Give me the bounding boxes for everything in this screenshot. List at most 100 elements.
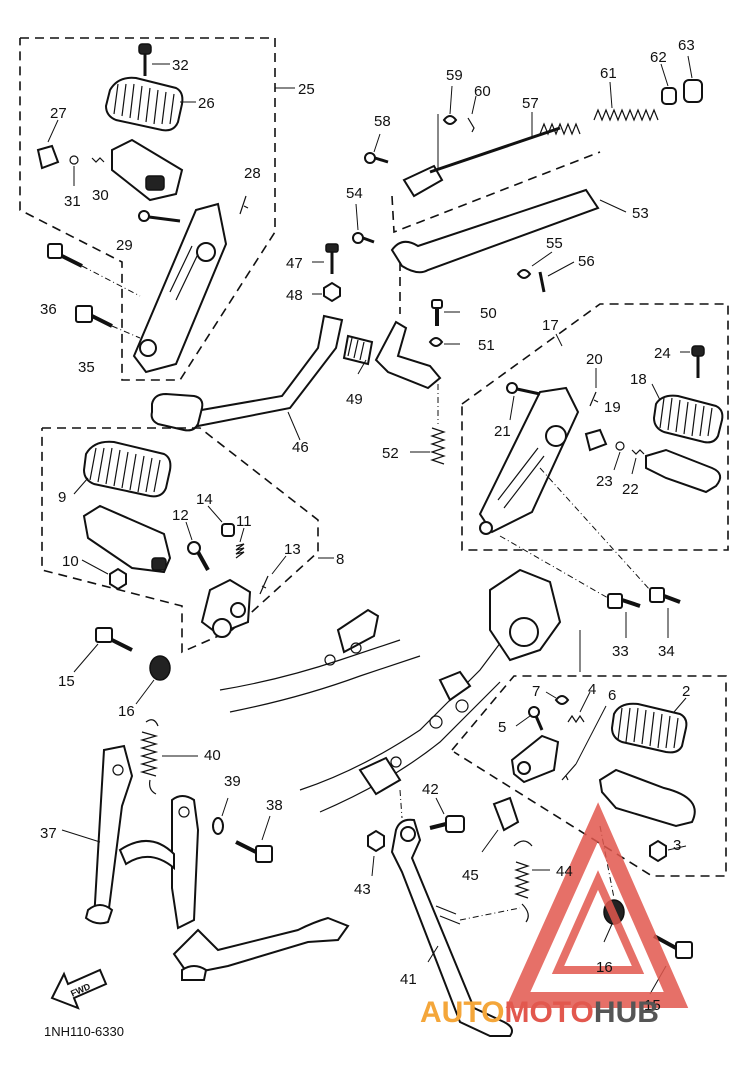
- spring-30: [91, 157, 105, 163]
- spring-61: [593, 108, 659, 122]
- bracket-joint-1: [510, 734, 560, 784]
- watermark-logo: [505, 802, 689, 1008]
- callout-33: 33: [612, 643, 629, 660]
- washer-7: [554, 695, 570, 705]
- bolt-38: [235, 840, 273, 863]
- callout-31: 31: [64, 193, 81, 210]
- callout-15-right: 15: [644, 997, 661, 1014]
- spring-52: [430, 384, 446, 465]
- footrest-rubber-18: [652, 394, 724, 444]
- callout-52: 52: [382, 445, 399, 462]
- washer-39: [212, 817, 224, 835]
- bolt-33: [607, 593, 641, 609]
- nut-10: [109, 567, 127, 591]
- pin-6: [561, 763, 577, 781]
- callout-12: 12: [172, 507, 189, 524]
- callout-55: 55: [546, 235, 563, 252]
- callout-9: 9: [58, 489, 66, 506]
- callout-63: 63: [678, 37, 695, 54]
- watermark-text: AUTOMOTOHUB: [420, 996, 659, 1029]
- footrest-rubber-26: [104, 76, 184, 132]
- callout-16-left: 16: [118, 703, 135, 720]
- damper-16-left: [149, 655, 171, 681]
- callout-4: 4: [588, 681, 596, 698]
- bolt-47: [325, 243, 339, 274]
- callout-27: 27: [50, 105, 67, 122]
- callout-57: 57: [522, 95, 539, 112]
- nut-3: [649, 839, 667, 863]
- bracket-45: [492, 796, 520, 832]
- callout-32: 32: [172, 57, 189, 74]
- nut-63: [683, 79, 703, 103]
- bolt-50: [431, 299, 443, 326]
- callout-24: 24: [654, 345, 671, 362]
- callout-48: 48: [286, 287, 303, 304]
- callout-44: 44: [556, 863, 573, 880]
- bracket-plate-17: [478, 386, 580, 535]
- callout-46: 46: [292, 439, 309, 456]
- bolt-32: [138, 43, 152, 76]
- nut-51: [428, 337, 444, 347]
- side-stand-41: [390, 818, 513, 1037]
- bolt-54: [352, 232, 375, 244]
- frame-section: [219, 568, 562, 813]
- forward-arrow-icon: FWD: [50, 968, 108, 1010]
- nut-43: [367, 829, 385, 853]
- shift-pedal-46: [150, 314, 344, 432]
- callout-19: 19: [604, 399, 621, 416]
- callout-51: 51: [478, 337, 495, 354]
- footrest-rubber-2: [610, 702, 688, 754]
- bolt-35: [75, 305, 113, 328]
- bolt-42: [429, 815, 465, 833]
- watermark-moto: MOTO: [504, 996, 593, 1029]
- callout-59: 59: [446, 67, 463, 84]
- pin-28: [239, 195, 249, 215]
- watermark-auto: AUTO: [420, 996, 504, 1029]
- brake-rod-57: [402, 122, 581, 198]
- callout-18: 18: [630, 371, 647, 388]
- bracket-27: [36, 144, 60, 170]
- diagram-code: 1NH110-6330: [44, 1024, 124, 1039]
- callout-42: 42: [422, 781, 439, 798]
- callout-17: 17: [542, 317, 559, 334]
- callout-37: 37: [40, 825, 57, 842]
- callout-58: 58: [374, 113, 391, 130]
- pin-13: [259, 575, 269, 595]
- callout-49: 49: [346, 391, 363, 408]
- callout-25: 25: [298, 81, 315, 98]
- group-25-outline: [19, 37, 276, 381]
- bolt-36: [47, 243, 83, 268]
- callout-26: 26: [198, 95, 215, 112]
- nut-62: [661, 87, 677, 105]
- nut-48: [323, 281, 341, 303]
- callout-28: 28: [244, 165, 261, 182]
- spring-40: [139, 719, 159, 795]
- callout-22: 22: [622, 481, 639, 498]
- bracket-plate-25: [132, 202, 228, 374]
- callout-34: 34: [658, 643, 675, 660]
- footrest-bracket-1: [598, 768, 696, 828]
- pin-20: [589, 391, 599, 407]
- center-stand-37: [84, 744, 350, 981]
- callout-30: 30: [92, 187, 109, 204]
- footrest-bracket-25: [111, 138, 184, 202]
- footrest-rubber-9: [82, 440, 172, 498]
- callout-35: 35: [78, 359, 95, 376]
- brake-pedal-arm-53: [390, 151, 627, 274]
- callout-40: 40: [204, 747, 221, 764]
- washer-55: [516, 269, 532, 279]
- callout-2: 2: [682, 683, 690, 700]
- spring-44: [513, 840, 533, 923]
- bracket-joint-8: [200, 578, 252, 638]
- bolt-12: [187, 541, 210, 571]
- spring-22: [631, 449, 645, 455]
- callout-6: 6: [608, 687, 616, 704]
- washer-59: [442, 115, 458, 125]
- callout-20: 20: [586, 351, 603, 368]
- shift-lever-49: [342, 320, 442, 390]
- group-8-outline: [41, 427, 319, 654]
- spring-4: [567, 714, 585, 724]
- group-17-outline: [461, 303, 729, 551]
